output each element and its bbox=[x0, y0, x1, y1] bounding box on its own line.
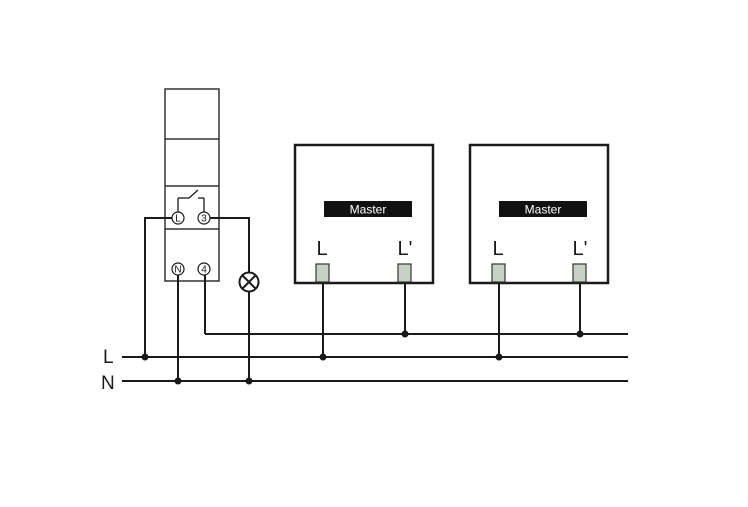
slave-unit-2-terminal-in bbox=[491, 263, 506, 283]
slave-unit-1: Master L L' bbox=[293, 143, 435, 285]
neutral-bus-label: N bbox=[101, 373, 115, 394]
relay-3-to-lamp-wire bbox=[210, 217, 250, 272]
junction-dot bbox=[141, 353, 149, 361]
relay-terminal-L-label: L bbox=[175, 214, 181, 225]
relay-terminal-N-label: N bbox=[174, 265, 181, 276]
slave-unit-2-label-bg bbox=[499, 201, 587, 217]
slave-unit-1-terminal-out bbox=[397, 263, 412, 283]
slave-unit-2-terminal-in-label: L bbox=[492, 238, 503, 260]
slave-unit-2-label: Master bbox=[525, 203, 562, 217]
slave-unit-1-terminal-out-label: L' bbox=[398, 238, 413, 260]
relay-contact-icon bbox=[177, 189, 205, 212]
slave-unit-1-terminal-in-label: L bbox=[316, 238, 327, 260]
junction-dot bbox=[319, 353, 327, 361]
junction-dot bbox=[495, 353, 503, 361]
relay-body bbox=[164, 88, 220, 282]
relay-terminal-3-label: 3 bbox=[201, 214, 207, 225]
slave-unit-2-terminal-out-label: L' bbox=[573, 238, 588, 260]
slave-unit-1-terminal-in bbox=[315, 263, 330, 283]
relay-module: L 3 N 4 bbox=[164, 88, 220, 282]
slave-unit-1-label-bg bbox=[324, 201, 412, 217]
junction-dot bbox=[401, 330, 409, 338]
lamp-icon bbox=[238, 271, 260, 293]
relay-L-to-live-wire bbox=[144, 217, 172, 357]
junction-dot bbox=[174, 377, 182, 385]
junction-dot bbox=[245, 377, 253, 385]
relay-terminal-4-label: 4 bbox=[201, 265, 207, 276]
slave-unit-2: Master L L' bbox=[468, 143, 610, 285]
slave-unit-1-label: Master bbox=[350, 203, 387, 217]
live-bus-label: L bbox=[103, 347, 114, 368]
slave-unit-2-terminal-out bbox=[572, 263, 587, 283]
junction-dot bbox=[576, 330, 584, 338]
